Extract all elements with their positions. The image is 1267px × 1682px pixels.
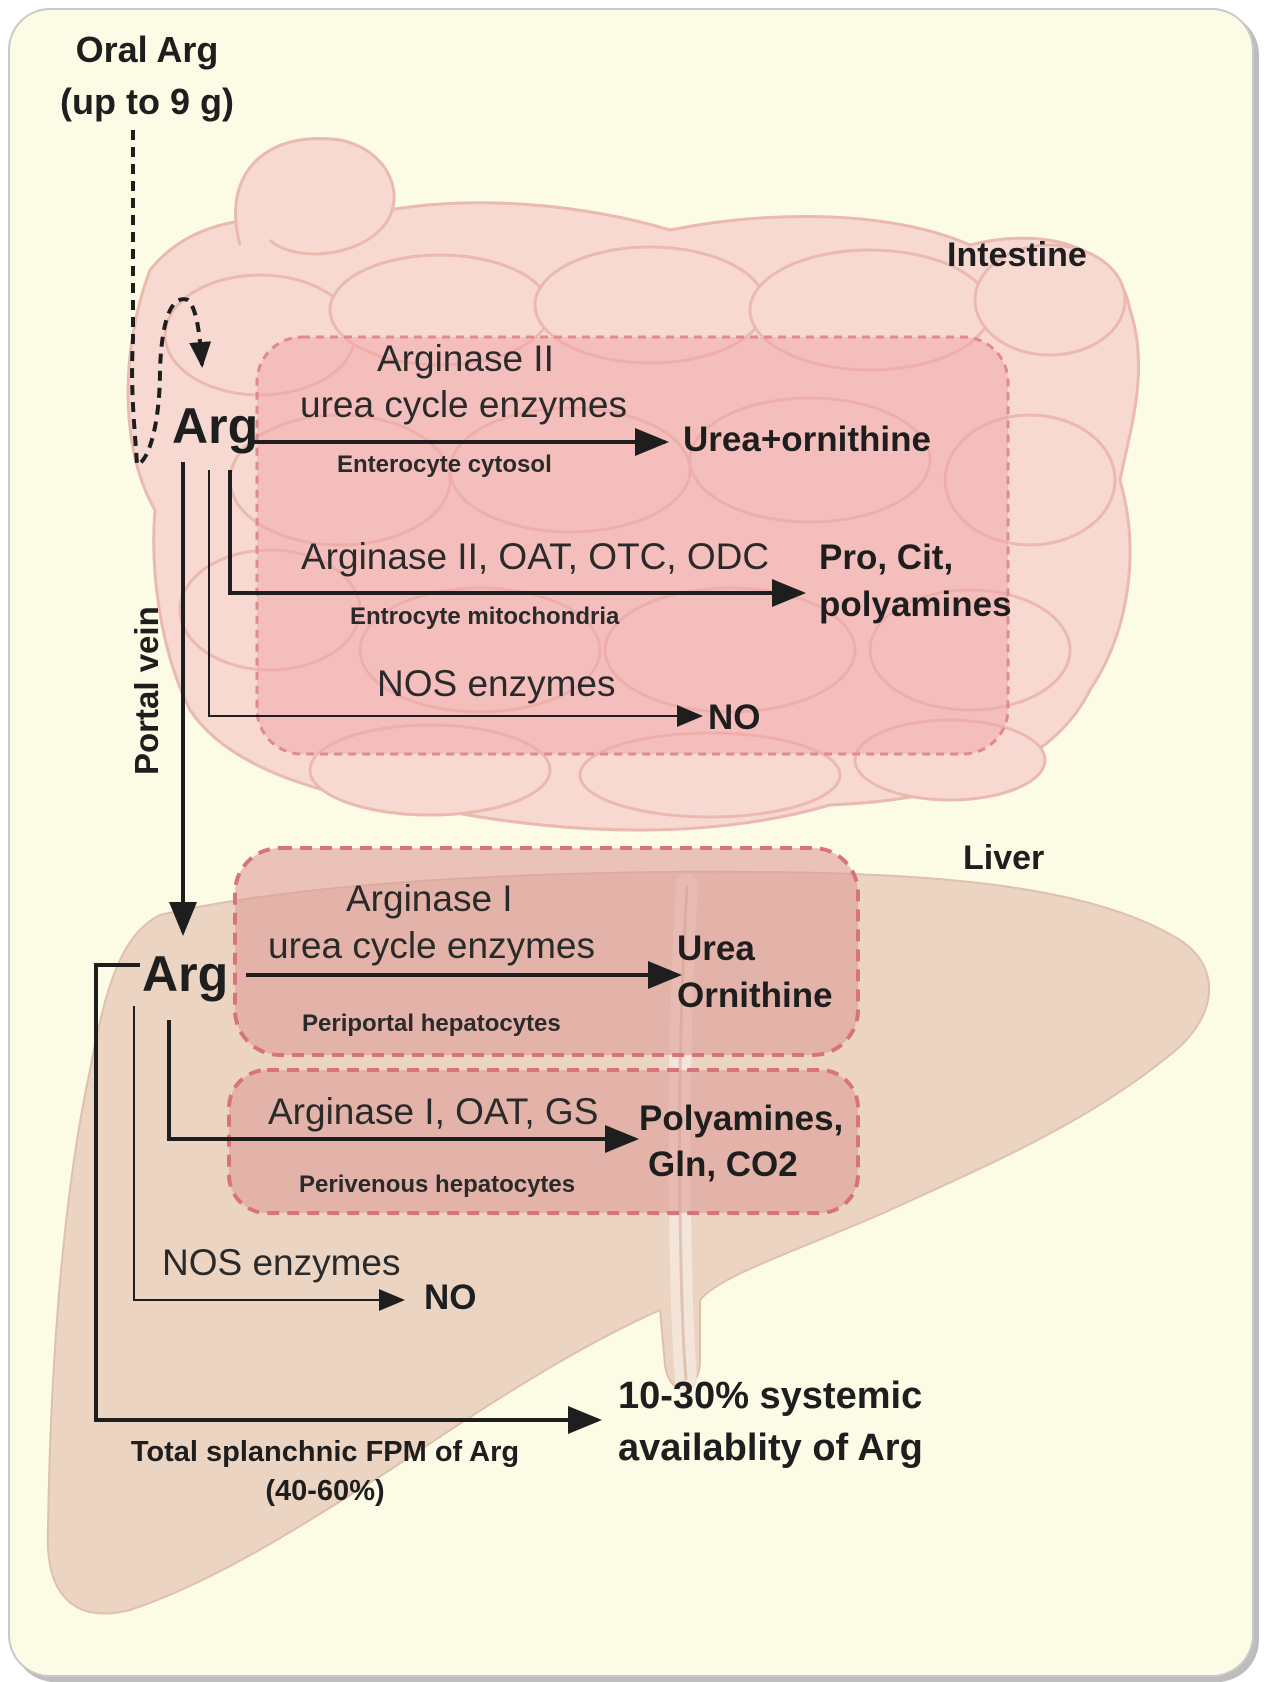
arrow-pro-cit [228,470,806,607]
periportal-box [233,846,860,1057]
periportal-hepatocytes-label: Periportal hepatocytes [302,1010,561,1037]
product-pro-cit: Pro, Cit, [819,538,954,577]
intestine-enzyme-urea-cycle: urea cycle enzymes [300,384,627,425]
intestine-label: Intestine [947,236,1087,274]
arrow-liver-no [133,1006,405,1311]
product-ornithine: Ornithine [677,976,833,1015]
perivenous-hepatocytes-label: Perivenous hepatocytes [299,1171,576,1198]
portal-vein-label: Portal vein [128,606,165,775]
oral-label: Oral Arg (up to 9 g) [52,32,242,120]
liver-arg: Arg [142,946,229,1002]
intestine-nos-enzymes: NOS enzymes [377,663,616,704]
diagram-canvas [46,130,1211,1615]
liver-enzyme-arginase-i: Arginase I [346,878,513,919]
oral-line2: (up to 9 g) [60,81,234,122]
liver-enzyme-oat-gs: Arginase I, OAT, GS [268,1091,599,1132]
product-gln-co2: Gln, CO2 [648,1145,798,1184]
liver-label: Liver [963,839,1045,877]
liver-nos-enzymes: NOS enzymes [162,1242,401,1283]
product-polyamines-liver: Polyamines, [639,1099,844,1138]
intestine-product-no: NO [708,698,761,737]
enterocyte-cytosol-label: Enterocyte cytosol [337,451,552,478]
entrocyte-mitochondria-label: Entrocyte mitochondria [350,603,620,630]
intestine-arg: Arg [172,398,259,454]
systemic-line2: availablity of Arg [618,1427,923,1469]
product-polyamines: polyamines [819,585,1012,624]
product-urea-ornithine: Urea+ornithine [683,420,931,459]
arrow-polyamines [167,1020,639,1153]
intestine-enzyme-oat-otc-odc: Arginase II, OAT, OTC, ODC [301,536,770,577]
fpm-line2: (40-60%) [265,1475,385,1507]
perivenous-box [227,1068,860,1215]
liver-product-no: NO [424,1278,477,1317]
liver-enzyme-urea-cycle: urea cycle enzymes [268,925,595,966]
oral-dashed-line [130,130,212,468]
intestine-enzyme-arginase-ii: Arginase II [377,338,554,379]
fpm-line1: Total splanchnic FPM of Arg [130,1436,520,1468]
oral-line1: Oral Arg [75,29,219,70]
diagram-frame: Oral Arg (up to 9 g) Intestine Arg Argin… [8,8,1254,1677]
fpm-label: Total splanchnic FPM of Arg (40-60%) [110,1438,540,1506]
systemic-line1: 10-30% systemic [618,1375,923,1417]
arrow-systemic [94,963,602,1434]
arrow-intestine-no [208,470,703,727]
product-urea: Urea [677,929,755,968]
